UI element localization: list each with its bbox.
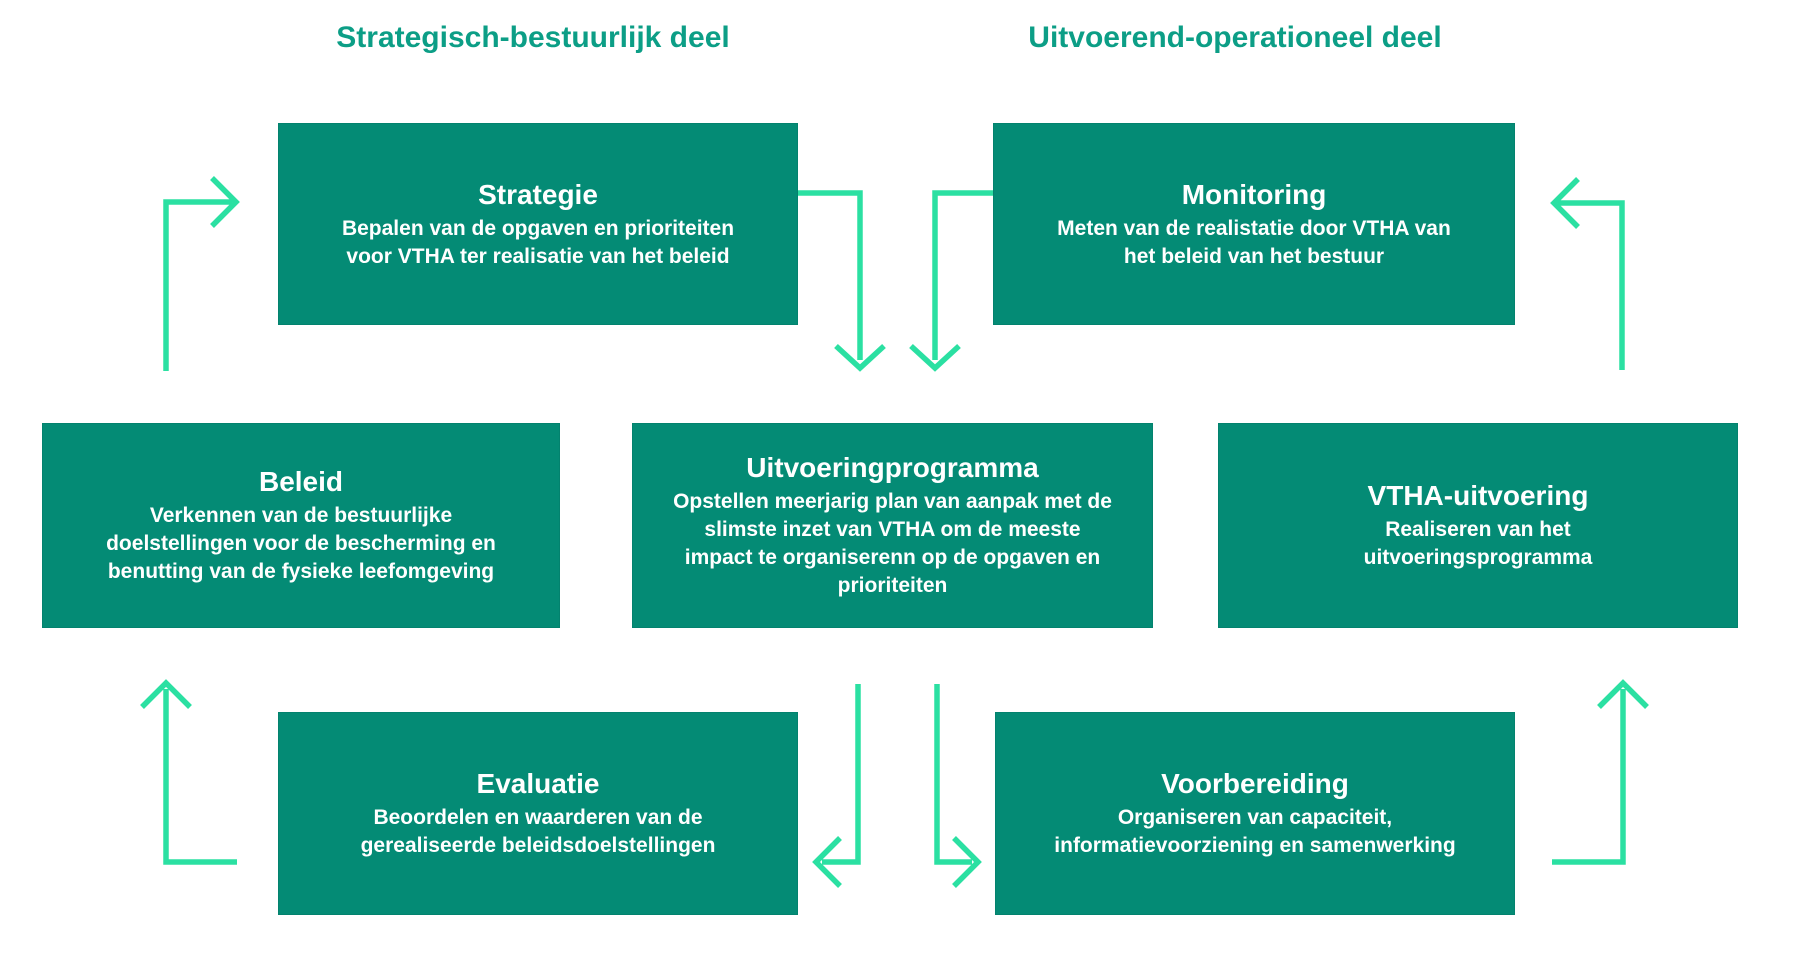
box-strategie-text: Bepalen van de opgaven en prioriteiten [341, 216, 735, 240]
box-vtha-uitvoering: VTHA-uitvoering Realiseren van het uitvo… [1218, 423, 1738, 628]
box-voorbereiding-title: Voorbereiding [1161, 768, 1349, 799]
box-evaluatie: Evaluatie Beoordelen en waarderen van de… [278, 712, 798, 915]
box-monitoring-text: het beleid van het bestuur [1123, 244, 1385, 268]
arrow-uitvoeringprogramma-to-evaluatie [812, 684, 861, 888]
arrow-beleid-to-strategie [163, 176, 240, 371]
arrow-uitvoeringprogramma-to-voorbereiding [934, 684, 982, 888]
arrow-evaluatie-to-beleid [140, 679, 237, 865]
box-beleid: Beleid Verkennen van de bestuurlijke doe… [42, 423, 560, 628]
arrow-voorbereiding-to-vtha [1552, 679, 1649, 865]
header-strategisch-bestuurlijk: Strategisch-bestuurlijk deel [336, 21, 730, 54]
box-beleid-text: doelstellingen voor de bescherming en [106, 532, 496, 555]
box-beleid-text: Verkennen van de bestuurlijke [149, 504, 453, 527]
box-voorbereiding-text: Organiseren van capaciteit, [1117, 806, 1393, 829]
header-uitvoerend-operationeel: Uitvoerend-operationeel deel [1028, 21, 1442, 54]
box-evaluatie-text: Beoordelen en waarderen van de [373, 806, 703, 829]
box-evaluatie-text: gerealiseerde beleidsdoelstellingen [360, 834, 716, 857]
box-uitvoeringprogramma-text: prioriteiten [837, 574, 948, 597]
box-beleid-text: benutting van de fysieke leefomgeving [107, 560, 495, 583]
box-voorbereiding: Voorbereiding Organiseren van capaciteit… [995, 712, 1515, 915]
box-vtha-uitvoering-text: Realiseren van het [1385, 518, 1571, 541]
box-monitoring-text: Meten van de realistatie door VTHA van [1057, 216, 1451, 240]
box-strategie: Strategie Bepalen van de opgaven en prio… [278, 123, 798, 325]
box-monitoring: Monitoring Meten van de realistatie door… [993, 123, 1515, 325]
box-strategie-title: Strategie [478, 178, 598, 210]
box-voorbereiding-text: informatievoorziening en samenwerking [1054, 834, 1456, 857]
box-uitvoeringprogramma-text: slimste inzet van VTHA om de meeste [704, 518, 1081, 541]
box-evaluatie-title: Evaluatie [476, 768, 600, 799]
box-monitoring-title: Monitoring [1181, 178, 1327, 210]
box-strategie-text: voor VTHA ter realisatie van het beleid [346, 244, 730, 268]
box-vtha-uitvoering-text: uitvoeringsprogramma [1363, 546, 1593, 569]
box-vtha-uitvoering-title: VTHA-uitvoering [1367, 480, 1589, 511]
box-uitvoeringprogramma-title: Uitvoeringprogramma [746, 452, 1039, 483]
box-uitvoeringprogramma: Uitvoeringprogramma Opstellen meerjarig … [632, 423, 1153, 628]
box-uitvoeringprogramma-text: Opstellen meerjarig plan van aanpak met … [673, 490, 1112, 513]
box-uitvoeringprogramma-text: impact te organiserenn op de opgaven en [684, 546, 1101, 569]
arrow-vtha-to-monitoring [1550, 177, 1625, 370]
box-beleid-title: Beleid [258, 466, 344, 497]
